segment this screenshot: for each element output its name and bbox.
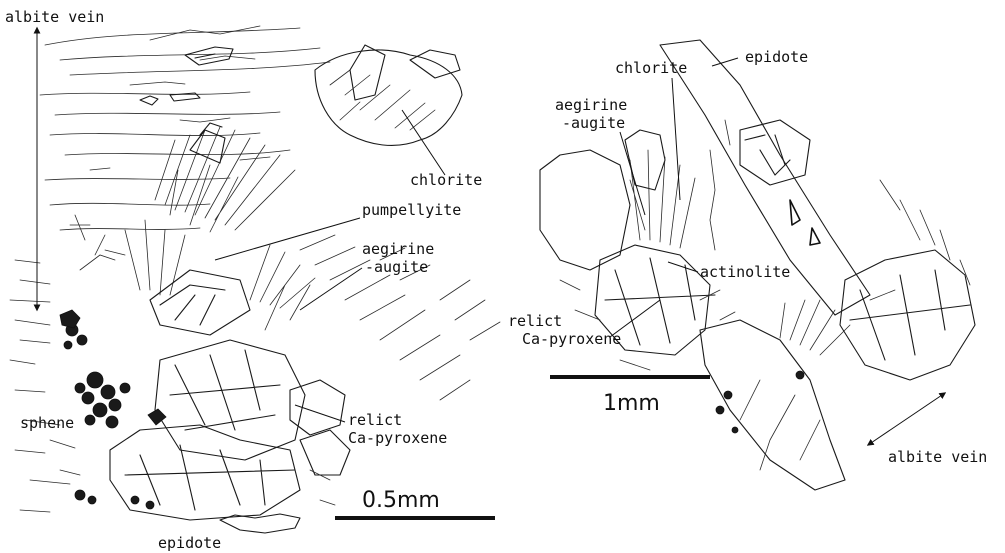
label-augite-right: -augite	[562, 114, 625, 132]
label-epidote: epidote	[158, 534, 221, 552]
scale-label-right: 1mm	[603, 391, 660, 416]
chlorite-leader-right	[672, 78, 680, 200]
label-chlorite: chlorite	[410, 171, 482, 189]
aegirine-augite-leader-right	[620, 132, 645, 215]
pumpellyite-leader	[215, 218, 360, 260]
label-epidote-right: epidote	[745, 48, 808, 66]
label-ca-pyroxene: Ca-pyroxene	[348, 429, 447, 447]
scale-bar-left	[335, 516, 495, 520]
label-pumpellyite: pumpellyite	[362, 201, 461, 219]
label-relict-right: relict	[508, 312, 562, 330]
label-aegirine: aegirine	[362, 240, 434, 258]
albite-vein-arrow-right	[868, 393, 945, 445]
label-sphene: sphene	[20, 414, 74, 432]
scale-bar-right	[550, 375, 710, 379]
label-albite-vein-right: albite vein	[888, 448, 987, 466]
chlorite-leader	[402, 110, 445, 175]
label-albite-vein: albite vein	[5, 8, 104, 26]
label-actinolite: actinolite	[700, 263, 790, 281]
label-augite: -augite	[365, 258, 428, 276]
label-relict: relict	[348, 411, 402, 429]
left-rock-drawing	[10, 26, 500, 533]
aegirine-augite-leader	[300, 268, 362, 310]
right-panel: epidote chlorite aegirine -augite actino…	[508, 40, 987, 490]
label-chlorite-right: chlorite	[615, 59, 687, 77]
label-aegirine-right: aegirine	[555, 96, 627, 114]
label-ca-pyroxene-right: Ca-pyroxene	[522, 330, 621, 348]
epidote-leader-right	[712, 58, 738, 66]
left-panel: albite vein chlorite pumpellyite aegirin…	[5, 8, 500, 552]
actinolite-leader	[668, 262, 698, 272]
relict-ca-pyroxene-leader	[295, 405, 345, 422]
scale-label-left: 0.5mm	[362, 488, 440, 513]
